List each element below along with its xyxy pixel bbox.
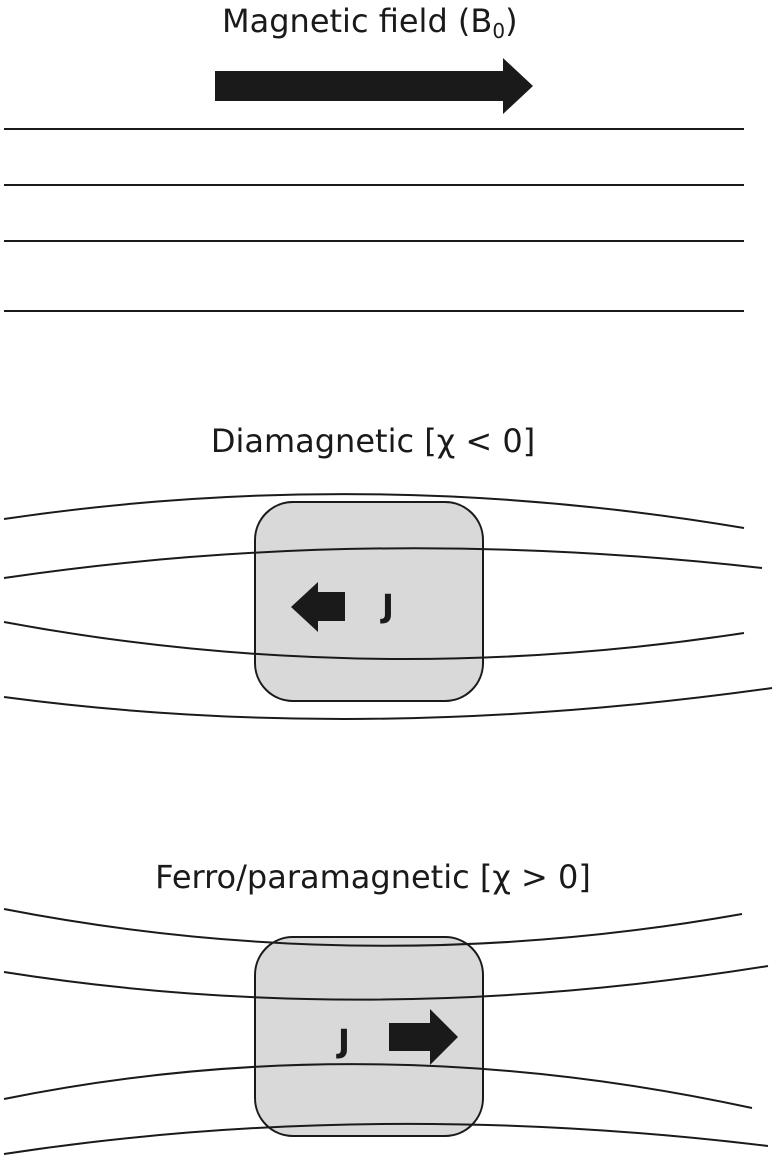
diamagnetic-field-line (3, 621, 745, 660)
paramagnetic-panel: Ferro/paramagnetic [χ > 0] J (3, 858, 769, 1155)
uniform-field-title: Magnetic field (B0) (222, 2, 518, 43)
diamagnetic-sample (254, 501, 484, 702)
paramagnetic-field-line (3, 1122, 769, 1155)
paramagnetic-current-label: J (336, 1022, 350, 1060)
paramagnetic-field-line (3, 908, 743, 947)
paramagnetic-sample (254, 936, 484, 1137)
uniform-field-panel: Magnetic field (B0) (4, 2, 744, 312)
paramagnetic-field-line (3, 965, 769, 1001)
diamagnetic-current-arrow (291, 582, 345, 632)
diamagnetic-current-label: J (380, 587, 394, 625)
diamagnetic-field-line (3, 687, 773, 720)
uniform-field-title-subscript: 0 (492, 19, 505, 43)
diamagnetic-title: Diamagnetic [χ < 0] (211, 422, 535, 460)
uniform-field-title-close: ) (505, 2, 517, 40)
diamagnetic-field-line (3, 493, 745, 529)
field-direction-arrow (215, 58, 533, 114)
uniform-field-title-main: Magnetic field (B (222, 2, 492, 40)
paramagnetic-field-line (3, 1063, 753, 1109)
diamagnetic-panel: Diamagnetic [χ < 0] J (3, 422, 773, 720)
diamagnetic-field-line (3, 547, 763, 579)
paramagnetic-title: Ferro/paramagnetic [χ > 0] (155, 858, 591, 896)
paramagnetic-current-arrow (389, 1009, 458, 1065)
